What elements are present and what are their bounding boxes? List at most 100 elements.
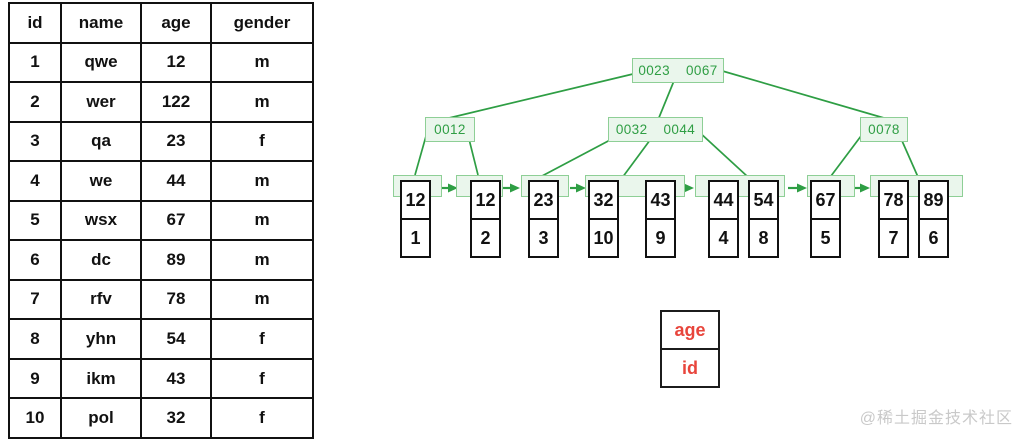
index-key: 0078 (868, 122, 900, 137)
column-header-gender: gender (210, 2, 314, 44)
table-cell: 2 (8, 81, 62, 123)
table-cell: 10 (8, 397, 62, 439)
table-cell: we (60, 160, 142, 202)
leaf-id-cell: 3 (528, 218, 559, 258)
leaf-link-arrowhead-icon (448, 183, 458, 193)
node-0012: 0012 (425, 117, 475, 142)
leaf-age-cell: 12 (400, 180, 431, 220)
leaf-link-arrowhead-icon (576, 183, 586, 193)
legend-box: age id (660, 310, 720, 388)
table-cell: 5 (8, 199, 62, 242)
column-header-age: age (140, 2, 212, 44)
leaf-age-cell: 12 (470, 180, 501, 220)
leaf-age-cell: 43 (645, 180, 676, 220)
table-cell: 122 (140, 81, 212, 123)
table-cell: 12 (140, 41, 212, 84)
index-key: 0023 (638, 63, 670, 78)
table-cell: pol (60, 397, 142, 439)
leaf-id-cell: 8 (748, 218, 779, 258)
table-cell: f (210, 397, 314, 439)
index-key: 0044 (663, 122, 696, 137)
table-cell: 89 (140, 239, 212, 281)
leaf-age-cell: 32 (588, 180, 619, 220)
table-cell: m (210, 160, 314, 202)
node-0078: 0078 (860, 117, 908, 142)
leaf-age-cell: 78 (878, 180, 909, 220)
tree-edge-line (541, 138, 613, 177)
table-cell: 4 (8, 160, 62, 202)
table-cell: 78 (140, 278, 212, 321)
table-cell: 67 (140, 199, 212, 242)
table-cell: f (210, 120, 314, 163)
table-cell: wer (60, 81, 142, 123)
table-cell: qwe (60, 41, 142, 84)
index-key: 0012 (434, 122, 466, 137)
table-cell: 9 (8, 357, 62, 400)
table-cell: 43 (140, 357, 212, 400)
leaf-age-cell: 67 (810, 180, 841, 220)
leaf-link-arrowhead-icon (684, 183, 694, 193)
node-0032-0044: 0032 0044 (608, 117, 703, 142)
table-cell: 1 (8, 41, 62, 84)
column-header-id: id (8, 2, 62, 44)
table-cell: 6 (8, 239, 62, 281)
table-cell: 54 (140, 318, 212, 360)
table-cell: dc (60, 239, 142, 281)
column-header-name: name (60, 2, 142, 44)
table-cell: 7 (8, 278, 62, 321)
table-cell: yhn (60, 318, 142, 360)
table-cell: f (210, 357, 314, 400)
tree-edge-line (448, 73, 634, 119)
table-cell: m (210, 199, 314, 242)
table-cell: f (210, 318, 314, 360)
legend-id-cell: id (660, 348, 720, 388)
legend-age-cell: age (660, 310, 720, 350)
table-cell: m (210, 239, 314, 281)
leaf-id-cell: 10 (588, 218, 619, 258)
table-cell: ikm (60, 357, 142, 400)
leaf-age-cell: 89 (918, 180, 949, 220)
table-cell: wsx (60, 199, 142, 242)
table-cell: 44 (140, 160, 212, 202)
table-cell: rfv (60, 278, 142, 321)
leaf-age-cell: 44 (708, 180, 739, 220)
leaf-age-cell: 54 (748, 180, 779, 220)
leaf-id-cell: 1 (400, 218, 431, 258)
table-cell: m (210, 41, 314, 84)
table-cell: m (210, 81, 314, 123)
leaf-link-arrowhead-icon (510, 183, 520, 193)
leaf-link-arrowhead-icon (797, 183, 807, 193)
leaf-link-arrowhead-icon (860, 183, 870, 193)
leaf-age-cell: 23 (528, 180, 559, 220)
leaf-id-cell: 4 (708, 218, 739, 258)
table-cell: qa (60, 120, 142, 163)
leaf-id-cell: 2 (470, 218, 501, 258)
watermark: @稀土掘金技术社区 (859, 410, 1013, 427)
leaf-id-cell: 5 (810, 218, 841, 258)
index-key: 0032 (615, 122, 648, 137)
table-cell: 23 (140, 120, 212, 163)
tree-edge-line (718, 69, 885, 119)
table-cell: 3 (8, 120, 62, 163)
